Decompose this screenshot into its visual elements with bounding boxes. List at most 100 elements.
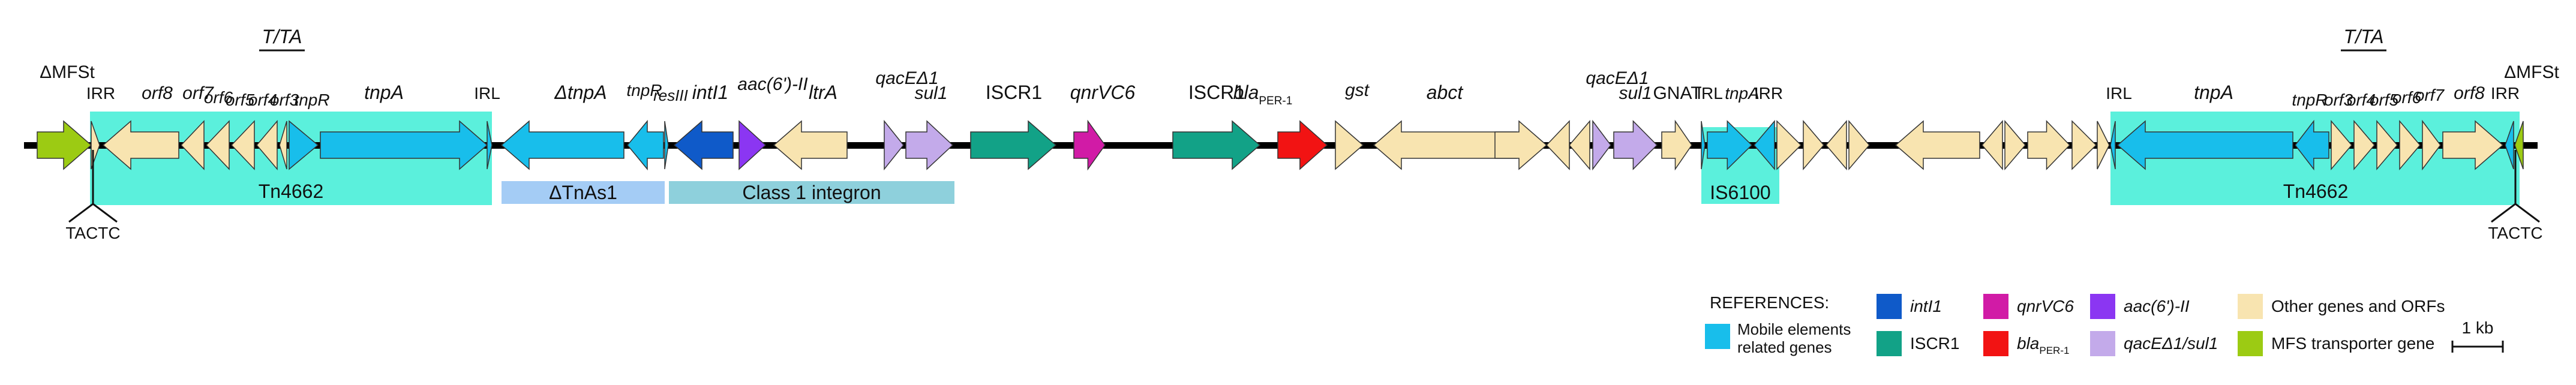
tnpa-left-gene bbox=[320, 120, 488, 170]
orf3-left-gene bbox=[279, 121, 287, 170]
qnrvc6-label: qnrVC6 bbox=[1070, 82, 1136, 103]
legend-swatch-mobile bbox=[1705, 324, 1730, 349]
inti1-gene bbox=[673, 120, 734, 170]
legend-other: Other genes and ORFs bbox=[2271, 297, 2445, 315]
orf6-left-gene bbox=[205, 120, 230, 170]
orf4-left-gene bbox=[256, 119, 278, 171]
orf5-left-label: orf5 bbox=[226, 91, 255, 109]
abct-label: abct bbox=[1427, 82, 1464, 103]
gene-labels: ΔMFSt IRR orf8 orf7 orf6 orf5 orf4 orf3 … bbox=[40, 26, 2559, 109]
scale-bar bbox=[2451, 341, 2504, 353]
tta-left-label: T/TA bbox=[262, 26, 302, 47]
other-orf-l bbox=[2071, 120, 2097, 170]
gnat-gene bbox=[1661, 119, 1692, 171]
tnpr-middle-label: tnpR bbox=[626, 81, 662, 100]
qacedelta1-right-gene bbox=[1592, 119, 1611, 171]
scale-label: 1 kb bbox=[2462, 318, 2494, 337]
qacedelta1-left-gene bbox=[884, 119, 904, 171]
gnat-label: GNAT bbox=[1653, 83, 1701, 103]
irr-is6100-mark bbox=[1754, 119, 1775, 171]
legend-swatch-qnrvc6 bbox=[1983, 294, 2008, 319]
orf7-left-label: orf7 bbox=[182, 83, 214, 103]
legend-swatch-inti1 bbox=[1877, 294, 1902, 319]
integron-box bbox=[669, 181, 954, 204]
integron-label: Class 1 integron bbox=[742, 182, 881, 203]
sul1-left-gene bbox=[905, 120, 954, 170]
orf7-left-gene bbox=[180, 120, 205, 170]
resiii-label: resIII bbox=[653, 86, 688, 104]
legend-mfs: MFS transporter gene bbox=[2271, 334, 2434, 353]
orf8-left-label: orf8 bbox=[142, 83, 173, 103]
target-site-left-text: TACTC bbox=[65, 224, 120, 242]
legend-mobile-line1: Mobile elements bbox=[1737, 320, 1851, 338]
orf8-right-gene bbox=[2442, 120, 2504, 170]
other-orf-m bbox=[2097, 121, 2110, 170]
irl-right-mark bbox=[2110, 121, 2116, 170]
other-orf-c bbox=[1569, 119, 1590, 171]
gst-gene bbox=[1335, 120, 1364, 170]
target-site-left: TACTC bbox=[65, 150, 121, 242]
sul1-right-label: sul1 bbox=[1619, 83, 1652, 103]
orf3-right-gene bbox=[2331, 119, 2352, 171]
orf8-right-label: orf8 bbox=[2454, 83, 2485, 103]
resiii-mark bbox=[664, 121, 669, 170]
irr-is6100-label: IRR bbox=[1754, 84, 1783, 103]
irl-left-label: IRL bbox=[474, 84, 500, 103]
qacedelta1-left-label: qacEΔ1 bbox=[875, 68, 938, 88]
orf3-left-label: orf3 bbox=[270, 91, 299, 109]
irl-right-label: IRL bbox=[2106, 84, 2132, 103]
orf4-right-label: orf4 bbox=[2347, 91, 2376, 109]
tnpr-left-label: tnpR bbox=[294, 91, 329, 109]
gene-arrows bbox=[37, 119, 2524, 171]
legend-swatch-other bbox=[2238, 294, 2263, 319]
dmfst-right-gene bbox=[2514, 121, 2524, 170]
orf7-right-label: orf7 bbox=[2415, 86, 2445, 104]
other-orf-b bbox=[1545, 120, 1570, 170]
orf3-right-label: orf3 bbox=[2324, 91, 2353, 109]
iscr1-left-label: ISCR1 bbox=[986, 82, 1042, 103]
legend: REFERENCES: Mobile elements related gene… bbox=[1705, 293, 2504, 356]
sul1-right-gene bbox=[1613, 120, 1658, 170]
orf7-right-gene bbox=[2422, 119, 2441, 171]
other-orf-e bbox=[1803, 119, 1824, 171]
tnpa-is6100-label: tnpA bbox=[1725, 84, 1760, 103]
dmfst-left-gene bbox=[37, 120, 92, 170]
tnpr-left-gene bbox=[289, 120, 319, 170]
legend-iscr1: ISCR1 bbox=[1910, 334, 1959, 353]
legend-title: REFERENCES: bbox=[1710, 293, 1829, 312]
other-orf-g bbox=[1848, 119, 1870, 171]
tnpa-right-label: tnpA bbox=[2194, 82, 2233, 103]
aac-label: aac(6')-II bbox=[737, 74, 807, 94]
legend-qac-sul: qacEΔ1/sul1 bbox=[2124, 334, 2218, 353]
inti1-label: intI1 bbox=[692, 82, 728, 103]
qacedelta1-right-label: qacEΔ1 bbox=[1586, 68, 1649, 88]
dtnpa-label: ΔtnpA bbox=[554, 82, 607, 103]
other-orf-j bbox=[2004, 119, 2026, 171]
bla-gene bbox=[1277, 120, 1328, 170]
gst-label: gst bbox=[1345, 80, 1370, 100]
tnpr-right-gene bbox=[2295, 119, 2329, 171]
dtnpa-gene bbox=[500, 120, 625, 170]
legend-swatch-aac bbox=[2090, 294, 2115, 319]
orf6-right-label: orf6 bbox=[2392, 88, 2422, 107]
target-site-right-text: TACTC bbox=[2488, 224, 2542, 242]
irr-right-label: IRR bbox=[2491, 84, 2520, 103]
target-site-right: TACTC bbox=[2488, 150, 2543, 242]
tnpa-is6100-gene bbox=[1707, 120, 1753, 170]
tnpa-left-label: tnpA bbox=[364, 82, 404, 103]
other-orf-a bbox=[1494, 120, 1548, 170]
dmfst-right-label: ΔMFSt bbox=[2504, 62, 2559, 82]
orf4-right-gene bbox=[2353, 119, 2375, 171]
orf8-left-gene bbox=[102, 120, 179, 170]
orf4-left-label: orf4 bbox=[248, 91, 277, 109]
irl-left-mark bbox=[487, 121, 493, 170]
legend-swatch-iscr1 bbox=[1877, 331, 1902, 356]
legend-swatch-bla bbox=[1983, 331, 2008, 356]
aac-gene bbox=[738, 120, 767, 170]
ltra-gene bbox=[773, 120, 848, 170]
bla-label-sub: PER-1 bbox=[1259, 95, 1292, 107]
orf5-right-gene bbox=[2376, 119, 2398, 171]
is6100-label: IS6100 bbox=[1710, 182, 1770, 203]
other-orf-k bbox=[2027, 120, 2071, 170]
